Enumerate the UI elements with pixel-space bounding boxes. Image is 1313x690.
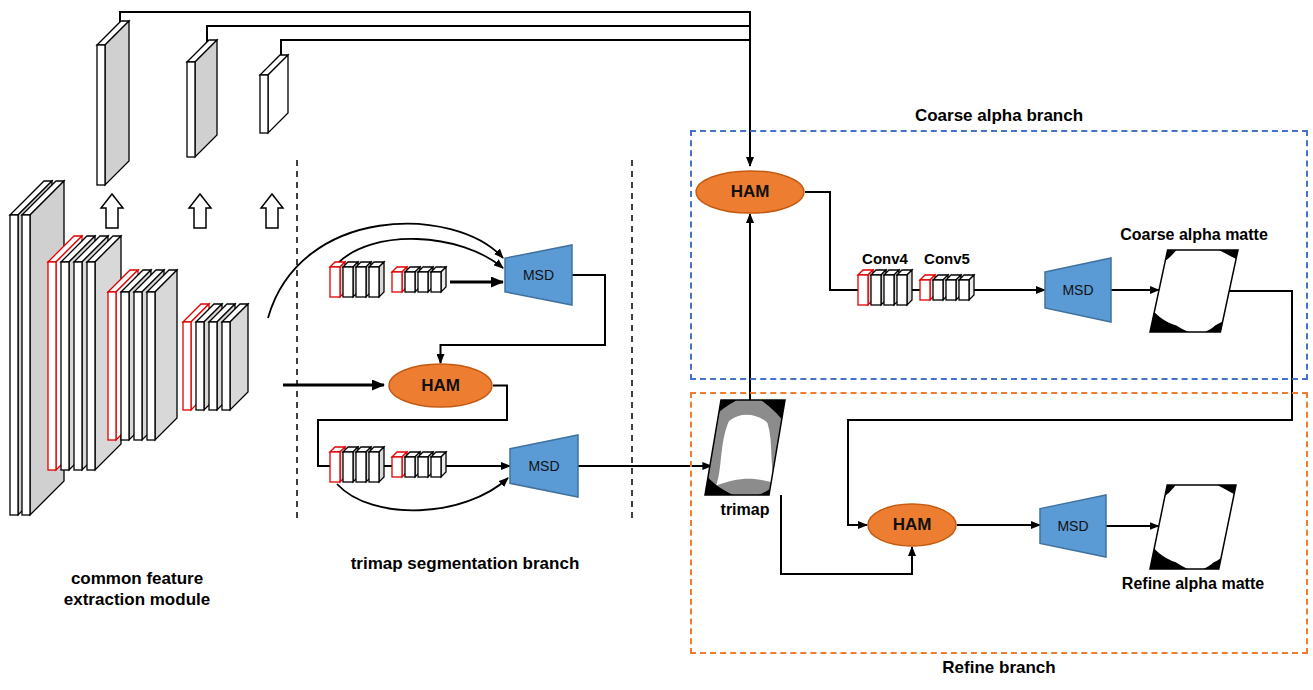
heading-text: Refine alpha matte [1122, 575, 1264, 593]
layer-plate [431, 452, 446, 477]
layer-plate [48, 236, 82, 470]
ham-ellipse: HAM [867, 503, 957, 547]
msd-decoder: MSD [510, 435, 578, 497]
ham-ellipse: HAM [388, 363, 493, 408]
layer-label: Conv5 [924, 250, 970, 269]
node-label: MSD [528, 458, 559, 474]
node-label: MSD [1057, 518, 1088, 534]
layer-plate [222, 304, 248, 410]
layer-plate [959, 275, 974, 300]
layer-plate [897, 270, 912, 305]
heading-text: Coarse alpha matte [1120, 226, 1268, 244]
ham-ellipse: HAM [695, 170, 805, 214]
connector-arrow [957, 524, 1040, 526]
layer-label: Conv4 [862, 250, 908, 269]
layer-plate [147, 270, 177, 440]
connector-arrow [1111, 289, 1159, 291]
feature-plates [10, 21, 288, 515]
alpha-matte-image-outline [1150, 485, 1236, 569]
connector-arrow [1106, 525, 1159, 527]
node-label: HAM [421, 376, 460, 396]
layer-plate [87, 236, 121, 470]
upsample-arrows [101, 194, 283, 228]
node-label: MSD [523, 267, 554, 283]
layer-plate [369, 262, 384, 297]
connector-arrow [805, 192, 1045, 290]
heading-text: Coarse alpha branch [915, 106, 1083, 126]
layer-plate [431, 267, 446, 292]
section-caption: common feature extraction module [37, 568, 237, 611]
branch-region: Refine branchtrimapHAMMSDRefine alpha ma… [690, 392, 1308, 654]
alpha-matte-image-outline [1150, 250, 1238, 332]
node-label: HAM [893, 515, 932, 535]
seg-branch-wires [268, 224, 508, 511]
layer-plate [187, 40, 217, 157]
node-label: HAM [731, 182, 770, 202]
layer-plate [97, 21, 129, 185]
layer-plate [369, 447, 384, 482]
alpha-matte-image: Coarse alpha matte [1150, 250, 1238, 332]
branch-region: Coarse alpha branchHAMMSDCoarse alpha ma… [690, 130, 1308, 380]
section-caption: trimap segmentation branch [351, 553, 580, 574]
heading-text: trimap [721, 501, 770, 519]
msd-decoder: MSD [505, 245, 572, 305]
msd-decoder: MSD [1040, 495, 1106, 557]
trimap-image-outline [705, 400, 785, 495]
layer-plate [260, 55, 288, 133]
node-label: MSD [1062, 282, 1093, 298]
heading-text: Refine branch [942, 658, 1055, 678]
connector-arrow [749, 214, 751, 400]
alpha-matte-image: Refine alpha matte [1150, 485, 1236, 569]
msd-decoder: MSD [1045, 258, 1111, 322]
trimap-image: trimap [705, 400, 785, 495]
skip-lines [120, 12, 750, 166]
layer-plate [61, 236, 95, 470]
